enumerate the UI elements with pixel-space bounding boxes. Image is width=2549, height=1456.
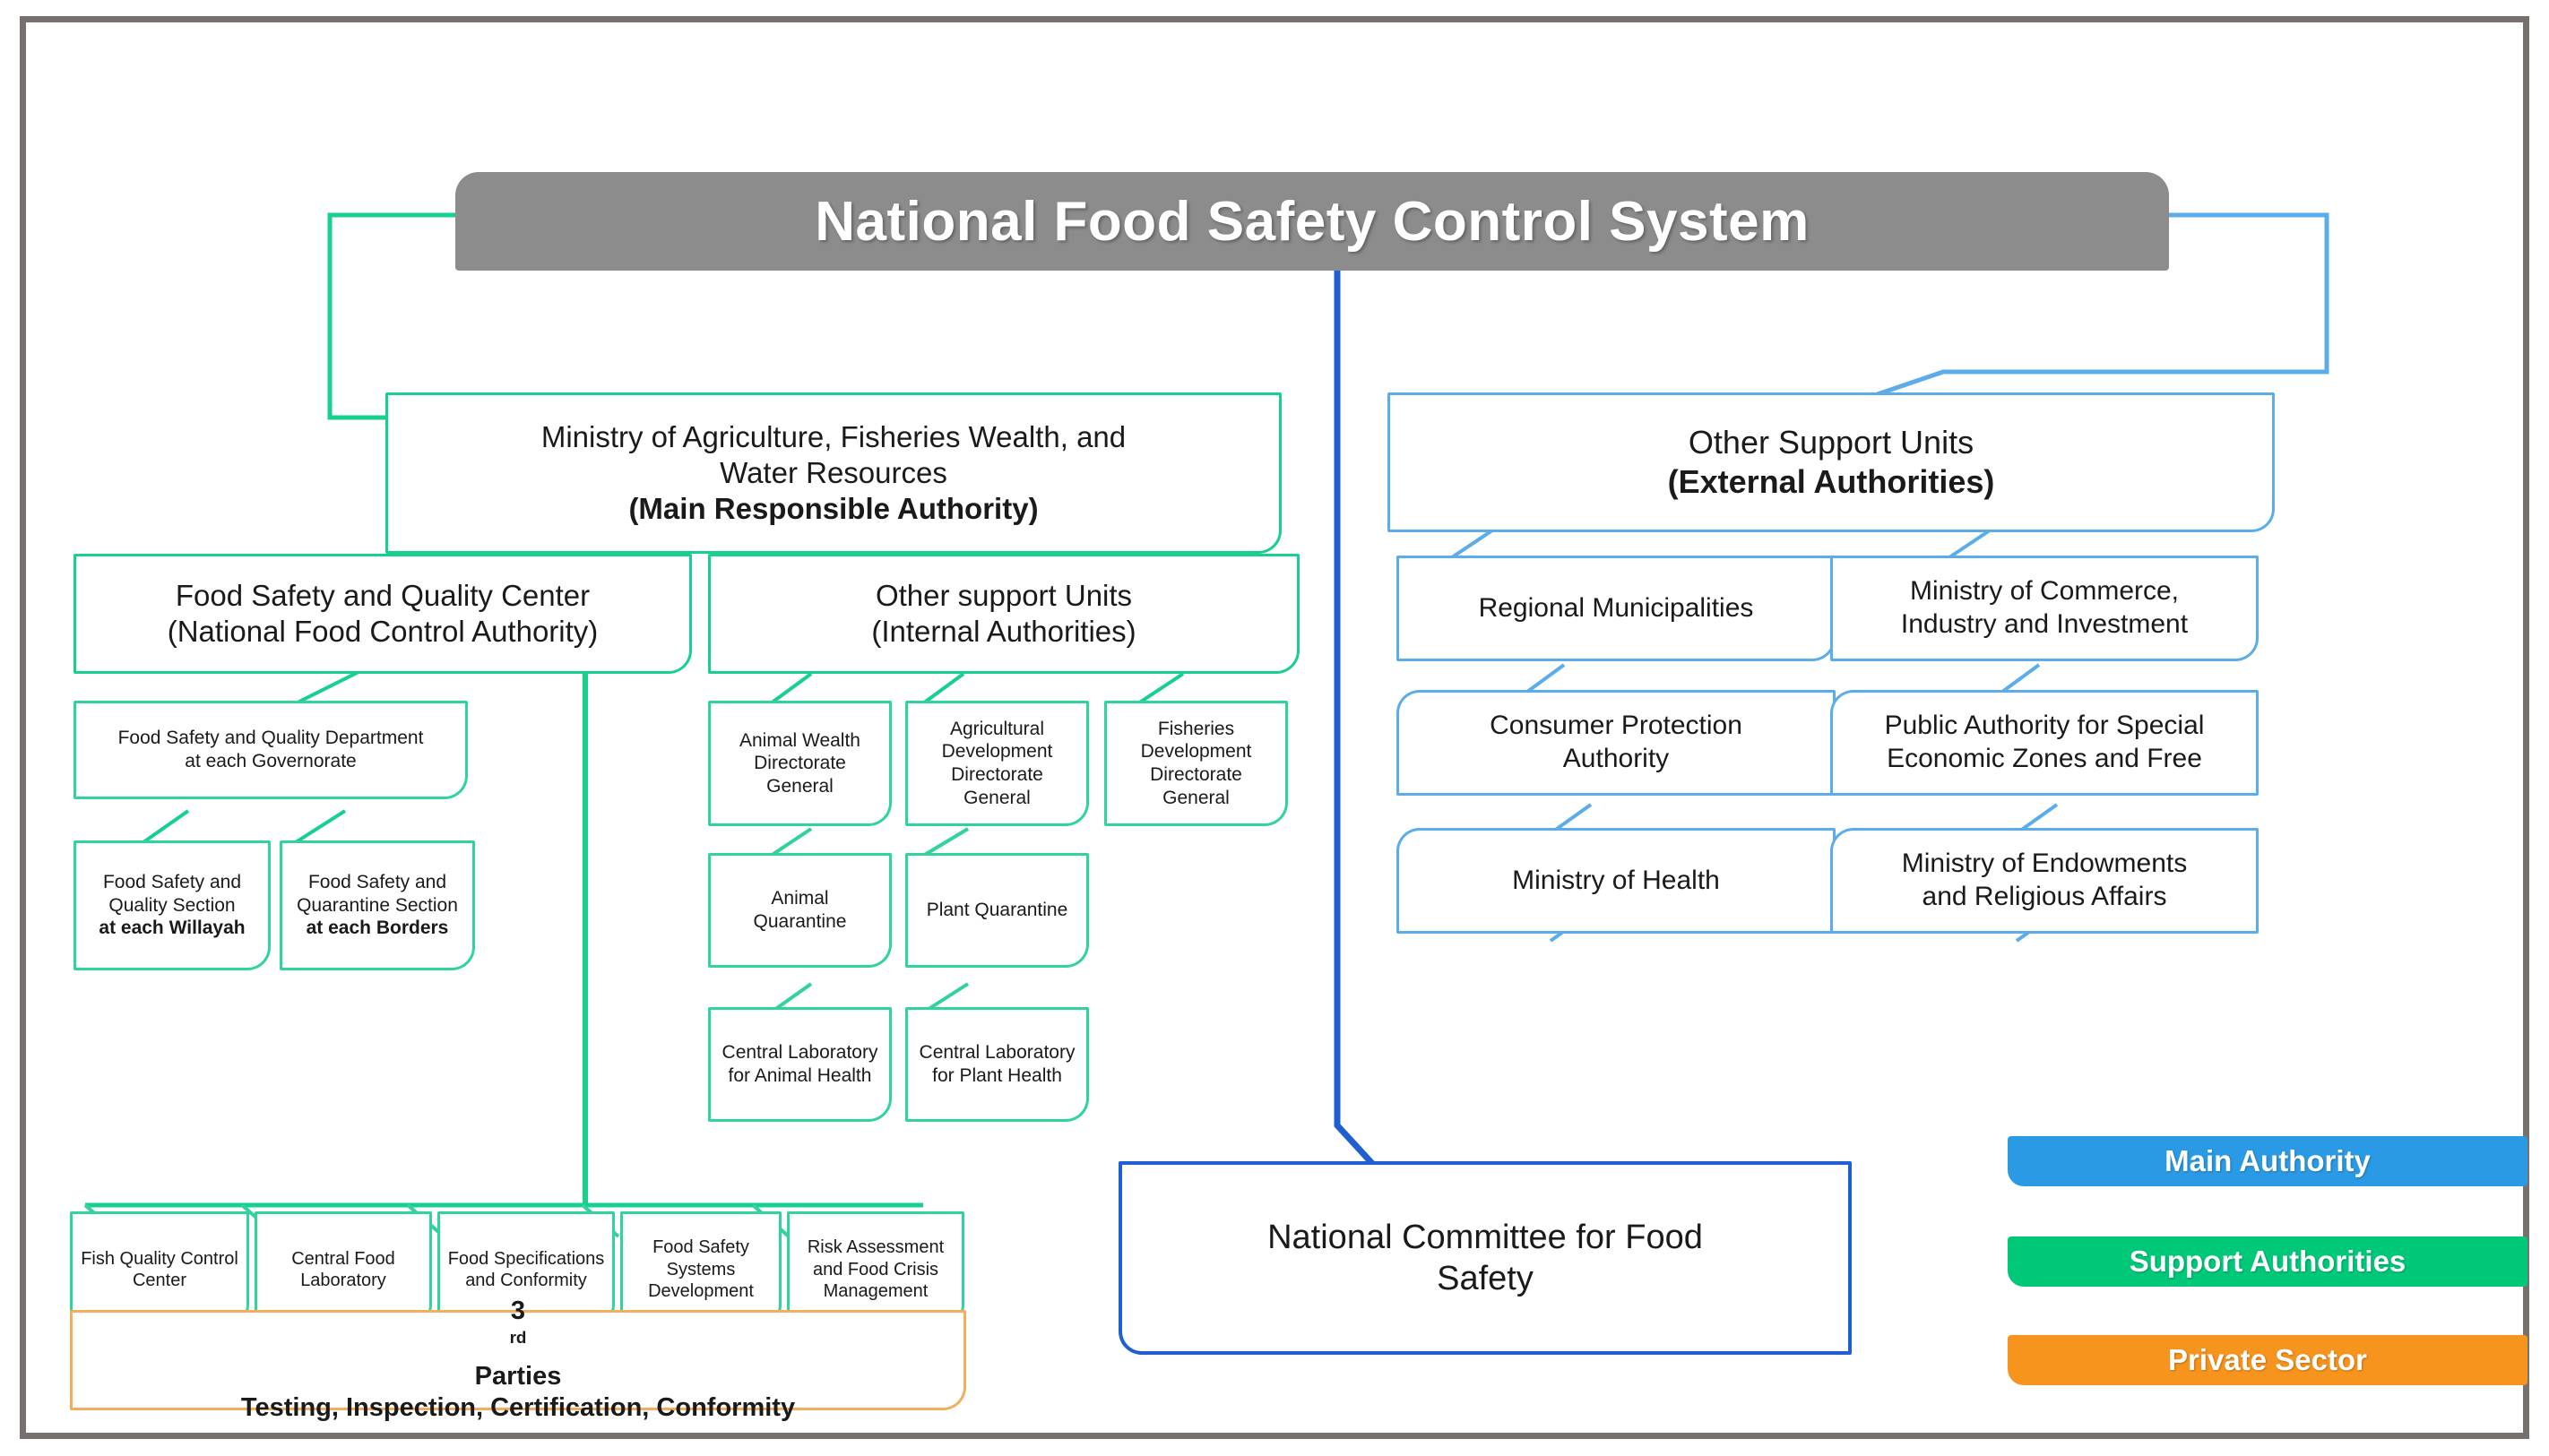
node-food-safety-quality-center[interactable]: Food Safety and Quality Center (National… [73,554,692,674]
bu5-line-2: and Food Crisis [812,1259,939,1279]
node-central-lab-animal-health[interactable]: Central Laboratory for Animal Health [708,1007,892,1122]
node-other-support-units-internal[interactable]: Other support Units (Internal Authoritie… [708,554,1300,674]
willayah-line-1: Food Safety and [102,872,242,893]
external-line-1: Other Support Units [1688,424,1974,461]
node-central-lab-plant-health[interactable]: Central Laboratory for Plant Health [905,1007,1089,1122]
node-animal-quarantine[interactable]: Animal Quarantine [708,853,892,968]
clah-line-2: for Animal Health [728,1065,872,1086]
paz-line-1: Public Authority for Special [1884,711,2205,741]
aq-line-2: Quarantine [753,911,847,932]
node-fs-quality-section-willayah[interactable]: Food Safety and Quality Section at each … [73,840,271,970]
clph-line-1: Central Laboratory [919,1042,1076,1064]
aq-line-1: Animal [771,888,829,909]
node-fs-quality-department-governorate[interactable]: Food Safety and Quality Department at ea… [73,701,468,799]
fddg-line-2: Development [1140,741,1252,762]
bu4-line-3: Development [648,1281,754,1302]
legend-support-authorities[interactable]: Support Authorities [2008,1236,2527,1287]
borders-line-2: Quarantine Section [297,894,458,916]
bu5-line-1: Risk Assessment [807,1237,945,1258]
dept-line-2: at each Governorate [185,751,357,771]
node-national-committee-for-food-safety[interactable]: National Committee for Food Safety [1119,1161,1852,1355]
awdg-line-3: General [766,775,834,797]
awdg-line-1: Animal Wealth [739,729,860,751]
bu4-line-2: Systems [666,1259,736,1279]
node-fish-quality-control-center[interactable]: Fish Quality Control Center [70,1211,249,1328]
addg-line-1: Agricultural [949,718,1045,739]
node-ministry-of-agriculture[interactable]: Ministry of Agriculture, Fisheries Wealt… [385,392,1282,554]
fsqc-line-2: (National Food Control Authority) [167,615,599,648]
bu1-line-2: Center [132,1271,187,1290]
ministry-line-3: (Main Responsible Authority) [628,492,1039,526]
bu5-line-3: Management [823,1281,929,1302]
moe-line-1: Ministry of Endowments [1901,849,2188,879]
third-parties-number: 3 [510,1297,526,1326]
node-public-authority-special-economic-zones[interactable]: Public Authority for Special Economic Zo… [1830,690,2259,796]
clah-line-1: Central Laboratory [721,1042,878,1064]
third-parties-word: Parties [474,1361,562,1391]
legend-main-authority-label: Main Authority [2164,1144,2371,1177]
cpa-line-1: Consumer Protection [1490,711,1742,741]
borders-line-3: at each Borders [306,918,449,939]
addg-line-3: Directorate [951,764,1043,785]
third-parties-line-2: Testing, Inspection, Certification, Conf… [240,1393,796,1423]
moh-line-1: Ministry of Health [1512,865,1720,895]
ncfs-line-1: National Committee for Food [1267,1218,1703,1256]
ministry-line-1: Ministry of Agriculture, Fisheries Wealt… [540,419,1127,453]
ministry-line-2: Water Resources [720,455,947,489]
borders-line-1: Food Safety and [307,872,447,893]
moc-line-2: Industry and Investment [1900,609,2189,639]
ncfs-line-2: Safety [1437,1260,1534,1297]
legend-private-sector[interactable]: Private Sector [2008,1335,2527,1385]
third-parties-ordinal: rd [509,1327,527,1347]
node-regional-municipalities[interactable]: Regional Municipalities [1396,556,1836,661]
node-consumer-protection-authority[interactable]: Consumer Protection Authority [1396,690,1836,796]
node-agricultural-development-directorate[interactable]: Agricultural Development Directorate Gen… [905,701,1089,826]
cpa-line-2: Authority [1562,744,1670,773]
willayah-line-3: at each Willayah [99,918,246,939]
moe-line-2: and Religious Affairs [1922,882,2167,911]
legend-main-authority[interactable]: Main Authority [2008,1136,2527,1186]
legend-support-authorities-label: Support Authorities [2129,1245,2406,1278]
fsqc-line-1: Food Safety and Quality Center [175,578,591,612]
bu1-line-1: Fish Quality Control [81,1248,238,1269]
node-other-support-units-external[interactable]: Other Support Units (External Authoritie… [1387,392,2275,532]
page-title: National Food Safety Control System [455,172,2169,271]
moc-line-1: Ministry of Commerce, [1909,576,2180,607]
internal-line-2: (Internal Authorities) [871,615,1136,648]
node-ministry-of-health[interactable]: Ministry of Health [1396,828,1836,934]
fddg-line-1: Fisheries [1157,718,1235,739]
bu3-line-2: and Conformity [465,1271,587,1290]
bu3-line-1: Food Specifications [447,1248,605,1269]
node-animal-wealth-directorate[interactable]: Animal Wealth Directorate General [708,701,892,826]
rm-line-1: Regional Municipalities [1478,592,1754,623]
addg-line-2: Development [941,741,1053,762]
awdg-line-2: Directorate [754,753,846,774]
node-ministry-of-commerce[interactable]: Ministry of Commerce, Industry and Inves… [1830,556,2259,661]
external-line-2: (External Authorities) [1667,463,1995,500]
node-plant-quarantine[interactable]: Plant Quarantine [905,853,1089,968]
node-fisheries-development-directorate[interactable]: Fisheries Development Directorate Genera… [1104,701,1288,826]
fddg-line-3: Directorate [1150,764,1242,785]
dept-line-1: Food Safety and Quality Department [117,728,424,749]
fddg-line-4: General [1162,787,1230,808]
node-fs-quarantine-section-borders[interactable]: Food Safety and Quarantine Section at ea… [280,840,475,970]
pq-line-1: Plant Quarantine [926,900,1068,921]
paz-line-2: Economic Zones and Free [1887,744,2202,773]
bu2-line-1: Central Food [291,1248,395,1269]
node-risk-assessment-food-crisis[interactable]: Risk Assessment and Food Crisis Manageme… [787,1211,964,1328]
node-food-specifications-conformity[interactable]: Food Specifications and Conformity [437,1211,615,1328]
clph-line-2: for Plant Health [932,1065,1062,1086]
node-ministry-of-endowments[interactable]: Ministry of Endowments and Religious Aff… [1830,828,2259,934]
willayah-line-2: Quality Section [108,894,236,916]
bu4-line-1: Food Safety [652,1237,749,1258]
legend-private-sector-label: Private Sector [2168,1343,2367,1376]
addg-line-4: General [963,787,1031,808]
internal-line-1: Other support Units [875,578,1133,612]
bu2-line-2: Laboratory [300,1271,386,1290]
